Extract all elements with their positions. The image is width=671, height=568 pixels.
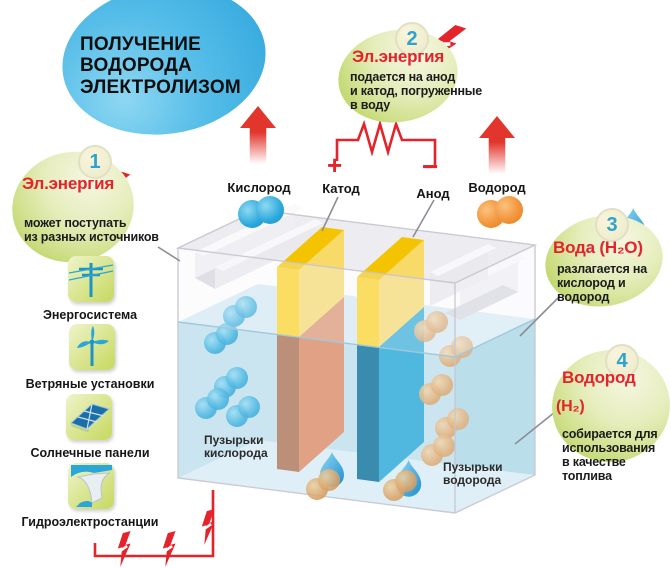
minus-terminal: − (422, 151, 439, 182)
hydro-dam-icon (68, 463, 114, 509)
source-label-solar: Солнечные панели (30, 446, 150, 460)
callout-3-title: Вода (H₂O) (553, 238, 643, 257)
oxygen-bubbles-label: Пузырьки кислорода (204, 433, 268, 461)
callout-4-number: 4 (605, 344, 639, 378)
callout-1-title: Эл.энергия (22, 174, 115, 193)
wind-turbine-icon (69, 324, 115, 370)
callout-2-body: подается на анод и катод, погруженные в … (350, 70, 483, 112)
cathode-label: Катод (322, 181, 360, 196)
oxygen-label: Кислород (227, 180, 291, 195)
callout-4-body: собирается для использования в качестве … (562, 427, 658, 483)
callout-4-formula: (H₂) (556, 398, 585, 415)
plus-terminal: + (327, 150, 343, 180)
callout-4-title: Водород (562, 368, 636, 387)
callout-1-number: 1 (78, 145, 112, 179)
oxygen-up-arrow-icon (240, 106, 276, 164)
page-title: ПОЛУЧЕНИЕ ВОДОРОДА ЭЛЕКТРОЛИЗОМ (80, 34, 241, 98)
hydrogen-up-arrow-icon (479, 116, 515, 174)
callout-3-number: 3 (595, 208, 629, 242)
callout-1-body: может поступать из разных источников (24, 216, 159, 244)
hydrogen-label: Водород (468, 180, 526, 195)
lightning-bolt-icon (110, 529, 141, 568)
source-label-hydro: Гидроэлектростанции (21, 515, 159, 529)
hydrogen-bubbles-label: Пузырьки водорода (443, 460, 503, 488)
callout-1-blob (1, 140, 145, 274)
callout-3-body: разлагается на кислород и водород (557, 262, 648, 304)
solar-panel-icon (66, 394, 112, 440)
hydrogen-molecule-icon (477, 196, 525, 230)
resistor-circuit (335, 119, 437, 165)
source-label-grid: Энергосистема (42, 308, 138, 322)
callout-2-number: 2 (395, 22, 429, 56)
anode-label: Анод (416, 186, 450, 201)
source-label-wind: Ветряные установки (25, 377, 155, 391)
callout-2-title: Эл.энергия (352, 47, 445, 66)
power-grid-icon (68, 256, 114, 302)
lightning-bolt-icon (155, 529, 186, 568)
lightning-bolt-icon (194, 507, 225, 547)
oxygen-molecule-icon (238, 196, 286, 230)
